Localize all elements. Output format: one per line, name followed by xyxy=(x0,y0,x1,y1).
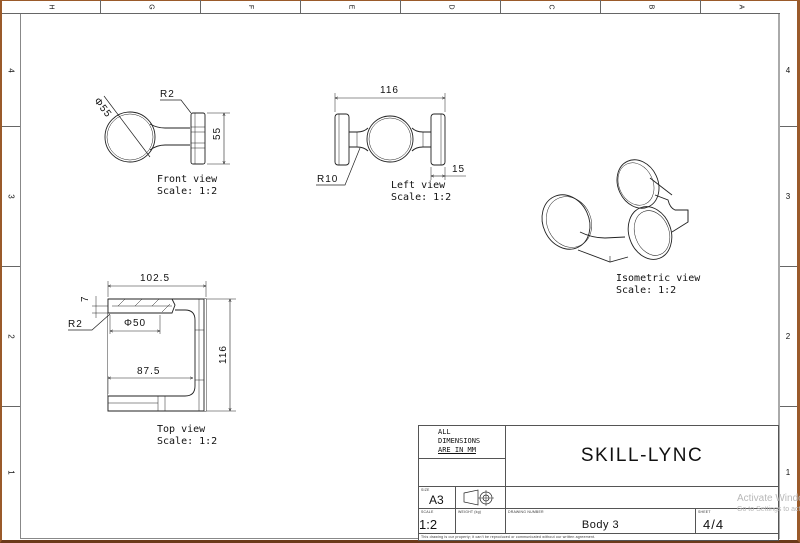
left-view-geometry xyxy=(316,93,466,186)
scale-label: SCALE xyxy=(421,510,434,514)
column-zone-strip: H G F E D C B A xyxy=(2,0,780,14)
weight-cell: WEIGHT (kg) xyxy=(456,509,506,534)
zone-h: H xyxy=(2,0,101,14)
zone-row-4-right: 4 xyxy=(779,14,797,127)
zone-e: E xyxy=(301,0,401,14)
scale-cell: SCALE 1:2 xyxy=(419,509,456,534)
projection-symbol-cell xyxy=(456,487,506,509)
left-flange-dim: 15 xyxy=(452,164,466,175)
company-name: SKILL-LYNC xyxy=(580,445,704,466)
weight-label: WEIGHT (kg) xyxy=(458,510,482,514)
zone-c: C xyxy=(501,0,601,14)
zone-row-3: 3 xyxy=(2,127,20,267)
zone-f: F xyxy=(201,0,301,14)
upper-blank-cell xyxy=(506,487,779,509)
company-cell: SKILL-LYNC xyxy=(506,426,779,487)
top-radius-dim: R2 xyxy=(68,319,83,330)
disclaimer-row: This drawing is our property; it can't b… xyxy=(419,534,778,541)
scale-value: 1:2 xyxy=(419,517,438,532)
drawing-number-value: Body 3 xyxy=(581,519,620,531)
size-label: SIZE xyxy=(421,488,430,492)
sheet-value: 4/4 xyxy=(703,517,725,532)
top-diameter-dim: Φ50 xyxy=(124,318,147,329)
top-view-geometry xyxy=(68,281,236,411)
front-view-title: Front view xyxy=(157,174,218,185)
note-line-2: DIMENSIONS xyxy=(438,437,481,445)
top-height-dim: 116 xyxy=(218,345,229,364)
left-width-dim: 116 xyxy=(380,85,399,96)
zone-row-2-right: 2 xyxy=(779,267,797,407)
zone-d: D xyxy=(401,0,501,14)
disclaimer-text: This drawing is our property; it can't b… xyxy=(421,535,596,539)
isometric-view-title: Isometric view xyxy=(616,273,701,284)
title-block: ALL DIMENSIONS ARE IN MM SKILL-LYNC SIZE… xyxy=(418,425,779,541)
sheet-cell: SHEET 4/4 xyxy=(696,509,779,534)
note-line-1: ALL xyxy=(438,428,451,436)
isometric-view-geometry xyxy=(541,159,689,263)
drawing-number-cell: DRAWING NUMBER Body 3 xyxy=(506,509,696,534)
third-angle-projection-icon xyxy=(463,489,494,506)
front-view-geometry xyxy=(103,95,230,164)
drawing-number-label: DRAWING NUMBER xyxy=(508,510,544,514)
zone-b: B xyxy=(601,0,701,14)
size-value: A3 xyxy=(429,493,444,507)
top-thickness-dim: 7 xyxy=(80,295,91,302)
zone-row-4: 4 xyxy=(2,14,20,127)
left-radius-dim: R10 xyxy=(317,174,339,185)
blank-cell xyxy=(419,459,506,487)
zone-g: G xyxy=(101,0,201,14)
front-height-dim: 55 xyxy=(212,126,223,140)
top-inner-length-dim: 87.5 xyxy=(137,366,161,377)
front-radius-dim: R2 xyxy=(160,89,175,100)
sheet-label: SHEET xyxy=(698,510,711,514)
top-view-scale: Scale: 1:2 xyxy=(157,436,218,447)
zone-row-1-right: 1 xyxy=(785,467,791,477)
zone-row-3-right: 3 xyxy=(779,127,797,267)
activate-windows-hint: Go to Settings to activate Windows. xyxy=(737,506,800,513)
top-length-dim: 102.5 xyxy=(140,273,171,284)
drawing-area xyxy=(20,14,780,539)
front-view-scale: Scale: 1:2 xyxy=(157,186,218,197)
left-view-scale: Scale: 1:2 xyxy=(391,192,452,203)
isometric-view-scale: Scale: 1:2 xyxy=(616,285,677,296)
left-view-title: Left view xyxy=(391,180,446,191)
top-view-title: Top view xyxy=(157,424,206,435)
activate-windows-watermark: Activate Windows xyxy=(737,493,800,504)
note-line-3: ARE IN MM xyxy=(438,446,476,454)
dimension-note-cell: ALL DIMENSIONS ARE IN MM xyxy=(419,426,506,459)
size-cell: SIZE A3 xyxy=(419,487,456,509)
zone-row-2: 2 xyxy=(2,267,20,407)
